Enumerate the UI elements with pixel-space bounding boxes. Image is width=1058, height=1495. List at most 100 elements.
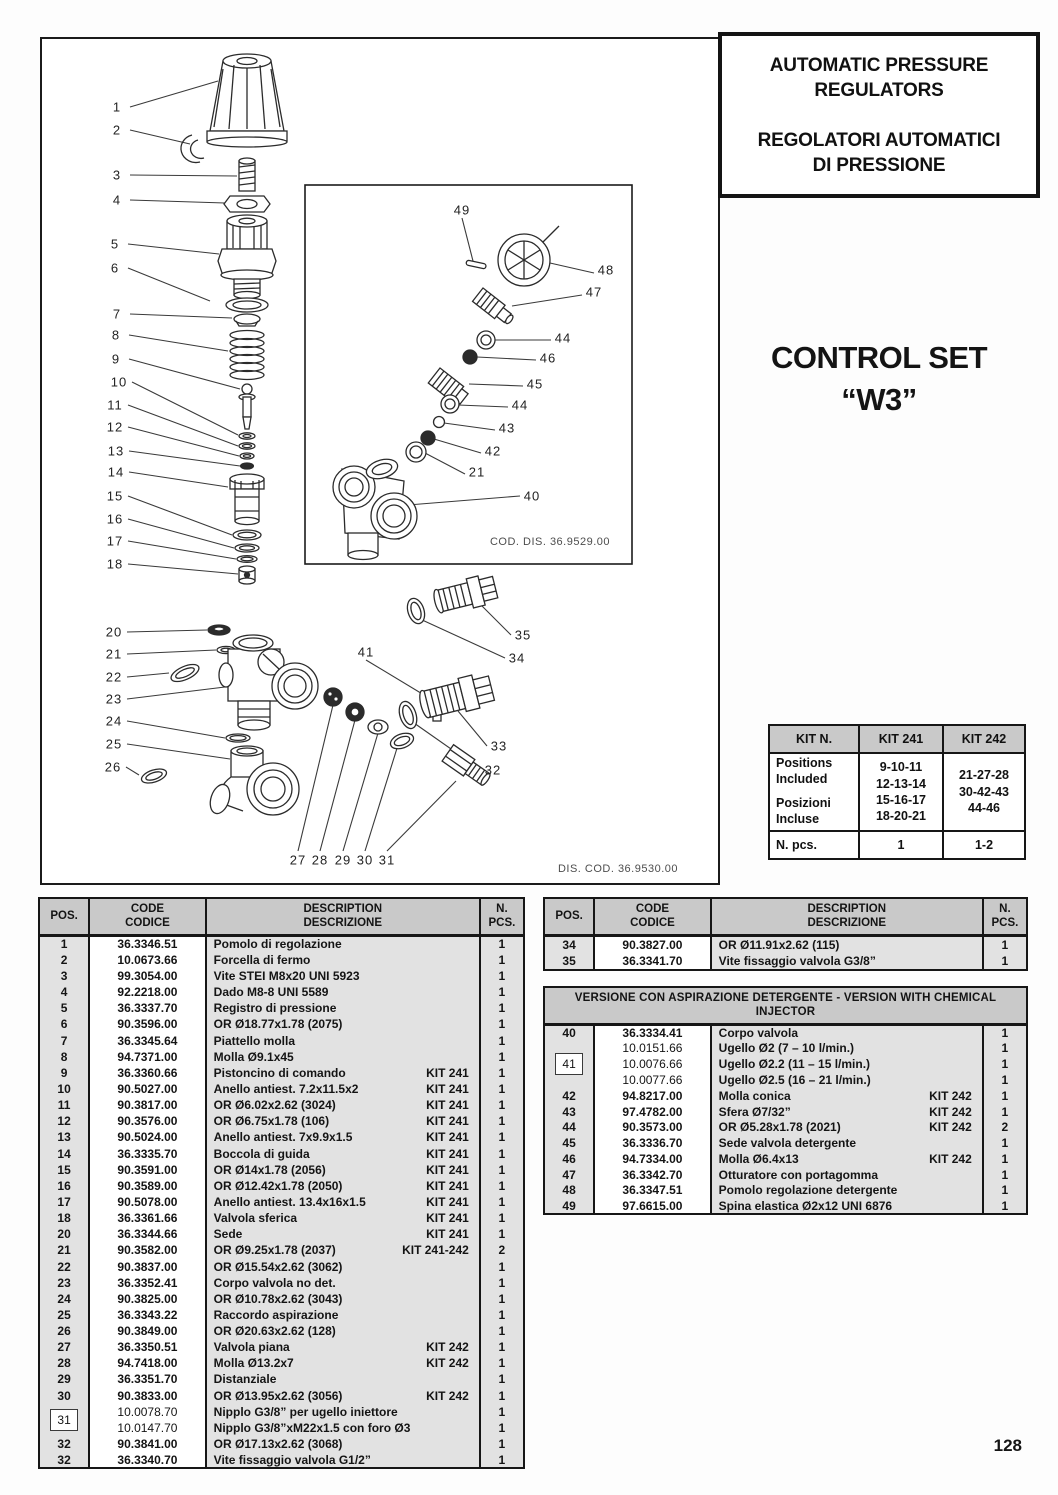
pos-cell: 35 xyxy=(562,953,576,968)
kit-pcs-row: N. pcs. 1 1-2 xyxy=(768,829,1026,860)
desc-cell: Nipplo G3/8”xM22x1.5 con foro Ø3 xyxy=(206,1420,480,1436)
code-cell: 36.3344.66 xyxy=(88,1226,207,1243)
code-cell: 90.3849.00 xyxy=(88,1323,207,1340)
part-screw xyxy=(238,157,256,192)
pos-cell: 3 xyxy=(60,968,68,983)
code-cell: 36.3352.41 xyxy=(88,1274,207,1291)
code-cell: 90.3573.00 xyxy=(593,1119,712,1136)
product-title: CONTROL SET “W3” xyxy=(718,337,1040,421)
pos-cell: 31 xyxy=(39,1404,89,1436)
pcs-cell: 1 xyxy=(478,1048,524,1065)
description-text: Molla Ø6.4x13 xyxy=(718,1151,799,1166)
description-text: Boccola di guida xyxy=(213,1146,310,1161)
diagram-callout: 24 xyxy=(105,713,123,729)
part-corpo-valvola xyxy=(218,634,319,731)
description-text: OR Ø10.78x2.62 (3043) xyxy=(213,1291,343,1306)
desc-cell: Registro di pressione xyxy=(206,1000,480,1016)
description-text: Corpo valvola no det. xyxy=(213,1275,336,1290)
pcs-cell: 1 xyxy=(981,1166,1027,1183)
desc-cell: OR Ø10.78x2.62 (3043) xyxy=(206,1291,480,1307)
diagram-callout: 44 xyxy=(511,397,529,413)
description-text: Pistoncino di comando xyxy=(213,1065,346,1080)
pos-cell: 2 xyxy=(60,952,68,967)
code-cell: 97.4782.00 xyxy=(593,1103,712,1120)
kit-label: KIT 241 xyxy=(426,1098,469,1113)
code-cell: 36.3334.41 xyxy=(593,1024,712,1041)
desc-cell: Spina elastica Ø2x12 UNI 6876 xyxy=(711,1198,983,1214)
pcs-cell: 1 xyxy=(478,1419,524,1436)
pcs-cell: 1 xyxy=(981,1056,1027,1073)
kit-label: KIT 242 xyxy=(426,1340,469,1355)
diagram-drawing xyxy=(125,53,633,852)
pos-header: POS. xyxy=(544,898,595,938)
diagram-callout: 32 xyxy=(484,762,502,778)
part-boccola xyxy=(229,473,265,526)
desc-cell: Corpo valvola no det. xyxy=(206,1275,480,1291)
kit-label: KIT 242 xyxy=(426,1388,469,1403)
pcs-cell: 1 xyxy=(981,1072,1027,1088)
pos-cell: 40 xyxy=(562,1026,576,1041)
pcs-cell: 1 xyxy=(981,1182,1027,1199)
diagram-callout: 9 xyxy=(111,351,121,367)
description-text: Ugello Ø2.2 (11 – 15 l/min.) xyxy=(718,1057,871,1072)
diagram-callout: 25 xyxy=(105,736,123,752)
pos-cell: 10 xyxy=(57,1081,71,1096)
code-cell: 36.3343.22 xyxy=(88,1306,207,1323)
pcs-cell: 1 xyxy=(478,1435,524,1453)
list-line: 18-20-21 xyxy=(875,809,927,823)
pos-cell: 47 xyxy=(562,1167,576,1182)
code-cell: 94.7371.00 xyxy=(88,1048,207,1065)
code-cell: 90.3576.00 xyxy=(88,1113,207,1130)
code-cell: 36.3346.51 xyxy=(88,935,207,952)
description-text: OR Ø9.25x1.78 (2037) xyxy=(213,1243,336,1258)
part-molla-42 xyxy=(420,430,436,446)
pos-cell: 24 xyxy=(57,1291,71,1306)
description-text: Pomolo regolazione detergente xyxy=(718,1183,898,1198)
pcs-cell: 1 xyxy=(478,1145,524,1162)
description-text: Piattello molla xyxy=(213,1033,296,1048)
desc-cell: Forcella di fermo xyxy=(206,952,480,968)
description-text: Raccordo aspirazione xyxy=(213,1307,339,1322)
code-cell: 90.3837.00 xyxy=(88,1258,207,1275)
desc-cell: OR Ø17.13x2.62 (3068) xyxy=(206,1436,480,1452)
pcs-cell: 1 xyxy=(478,1339,524,1356)
pos-cell: 26 xyxy=(57,1324,71,1339)
desc-cell: OR Ø11.91x2.62 (115) xyxy=(711,936,983,953)
kit-label: KIT 241 xyxy=(426,1211,469,1226)
code-cell: 94.7334.00 xyxy=(593,1151,712,1167)
kit-label: KIT 242 xyxy=(929,1104,972,1119)
list-line: 44-46 xyxy=(968,800,1000,815)
code-cell: 36.3345.64 xyxy=(88,1032,207,1049)
description-text: Ugello Ø2.5 (16 – 21 l/min.) xyxy=(718,1072,871,1087)
pcs-cell: 1 xyxy=(981,1135,1027,1151)
desc-cell: OR Ø13.95x2.62 (3056)KIT 242 xyxy=(206,1388,480,1404)
desc-cell: Pomolo regolazione detergente xyxy=(711,1183,983,1199)
injector-banner: VERSIONE CON ASPIRAZIONE DETERGENTE - VE… xyxy=(544,987,1027,1027)
pos-cell: 17 xyxy=(57,1194,71,1209)
diagram-callout: 2 xyxy=(112,122,122,138)
diagram-callout: 7 xyxy=(112,306,122,322)
pcs-cell: 1 xyxy=(478,1323,524,1340)
part-spina-49 xyxy=(465,259,487,270)
description-text: Molla conica xyxy=(718,1088,791,1103)
kit-label: KIT 242 xyxy=(929,1151,972,1166)
pcs-cell: 1 xyxy=(478,967,524,985)
desc-cell: Raccordo aspirazione xyxy=(206,1307,480,1323)
list-line: Included xyxy=(776,771,828,786)
pcs-cell: 1 xyxy=(478,1080,524,1098)
pos-cell: 29 xyxy=(57,1372,71,1387)
